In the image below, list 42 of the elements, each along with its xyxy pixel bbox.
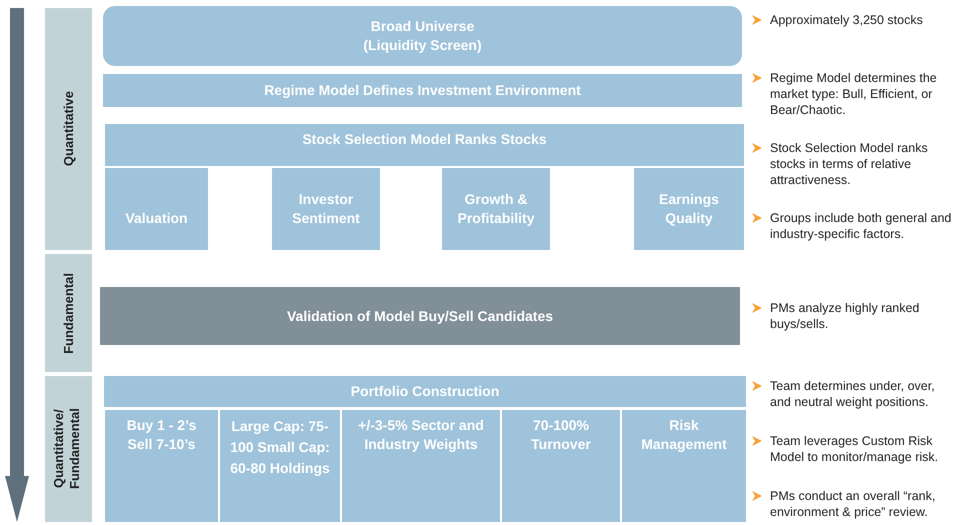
note-text: Approximately 3,250 stocks: [770, 12, 924, 28]
note-text: PMs analyze highly ranked buys/sells.: [770, 300, 920, 332]
process-box: [622, 410, 746, 522]
process-box: [272, 168, 380, 250]
process-box: [105, 168, 208, 250]
note-text: Team determines under, over, and neutral weight positions.: [770, 378, 936, 410]
box-label: Regime Model Defines Investment Environment: [264, 81, 581, 100]
box-label: Investor Sentiment: [291, 190, 361, 228]
process-box: [103, 6, 742, 66]
process-box: [105, 124, 744, 166]
process-box: [100, 287, 740, 345]
box-label: Growth & Profitability: [456, 190, 536, 228]
process-box: [105, 410, 218, 522]
box-label: +/-3-5% Sector and Industry Weights: [357, 416, 485, 454]
note-text: Stock Selection Model ranks stocks in terms of relative attractiveness.: [770, 140, 929, 188]
box-label: Portfolio Construction: [350, 382, 500, 401]
process-box: [104, 376, 746, 407]
box-label: Broad Universe (Liquidity Screen): [362, 17, 483, 55]
process-box: [502, 410, 620, 522]
box-label: 70-100% Turnover: [530, 416, 592, 454]
box-label: Validation of Model Buy/Sell Candidates: [286, 306, 554, 326]
phase-label: Fundamental: [60, 272, 76, 354]
box-label: Stock Selection Model Ranks Stocks: [302, 130, 547, 149]
process-box: [220, 410, 340, 522]
note-text: PMs conduct an overall “rank, environment & price” review.: [770, 488, 936, 520]
box-label: Buy 1 - 2’s Sell 7-10’s: [126, 416, 198, 454]
box-label: Valuation: [124, 209, 189, 228]
process-box: [103, 74, 742, 107]
phase-label: Quantitative: [60, 91, 76, 167]
box-label: Large Cap: 75-100 Small Cap: 60-80 Holdings: [230, 417, 330, 478]
note-text: Regime Model determines the market type: Bull, Efficient, or Bear/Chaotic.: [770, 70, 938, 118]
process-box: [342, 410, 500, 522]
phase-band: [45, 376, 92, 522]
phase-label: Quantitative/ Fundamental: [50, 408, 82, 492]
note-text: Groups include both general and industry-specific factors.: [770, 210, 952, 242]
process-box: [442, 168, 550, 250]
box-label: Risk Management: [640, 416, 728, 454]
process-box: [634, 168, 744, 250]
note-text: Team leverages Custom Risk Model to monitor/manage risk.: [770, 433, 940, 465]
box-label: Earnings Quality: [658, 190, 720, 228]
phase-band: [45, 8, 92, 250]
phase-band: [45, 254, 92, 372]
